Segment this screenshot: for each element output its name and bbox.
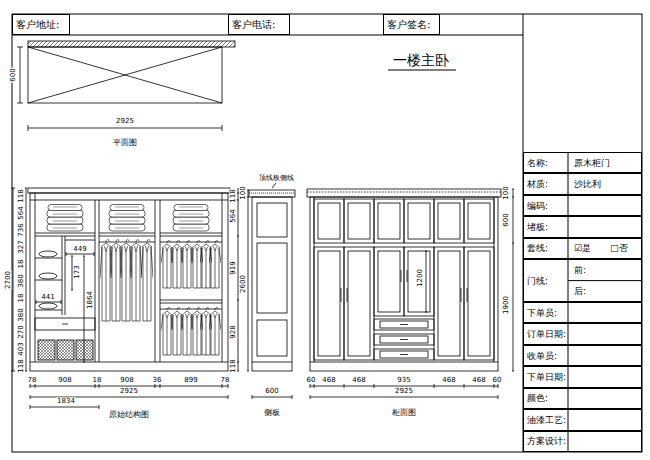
form-row: 门线: 前: 后: — [523, 259, 642, 302]
form-row: 下单员: — [523, 302, 642, 323]
dimension-number: 468 — [351, 377, 366, 384]
dimension-number: 736 — [18, 222, 25, 237]
field-label: 客户签名: — [387, 20, 430, 30]
field-label: 客户地址: — [16, 20, 59, 30]
dimension-number: 564 — [230, 208, 237, 223]
header-cell: 客户签名: — [383, 14, 440, 35]
dimension-number: 935 — [396, 377, 411, 384]
dimension-number: 928 — [230, 324, 237, 339]
dimension-number: 468 — [471, 377, 486, 384]
view-label: 侧板 — [263, 409, 281, 417]
note-text: 顶线板侧线 — [258, 175, 295, 182]
field-label: 门线: — [527, 276, 548, 285]
field-value: 前: — [574, 266, 586, 275]
header-cell: 客户电话: — [228, 14, 290, 35]
field-label: 收单员: — [527, 351, 557, 360]
form-row: 收单员: — [523, 345, 642, 366]
dimension-number: 403 — [18, 341, 25, 356]
dimension-number: 118 — [230, 358, 237, 373]
side-panel-view — [247, 183, 295, 399]
field-label: 下单日期: — [527, 372, 566, 381]
form-row: 编码: — [523, 195, 642, 216]
field-label: 编码: — [527, 201, 548, 210]
field-value: ☑是 — [574, 244, 591, 253]
form-row: 方案设计: — [523, 431, 642, 452]
front-view — [307, 189, 514, 399]
dimension-number: 18 — [92, 377, 103, 384]
dimension-number: 2600 — [240, 274, 247, 294]
dimension-number: 600 — [503, 212, 510, 227]
dimension-number: 2700 — [5, 270, 12, 290]
dimension-number: 18 — [18, 293, 25, 304]
field-value: 后: — [574, 286, 586, 295]
dimension-number: 270 — [18, 324, 25, 339]
field-label: 颜色: — [527, 394, 548, 403]
field-label: 油漆工艺: — [527, 415, 566, 424]
dimension-number: 908 — [119, 377, 134, 384]
field-value: □否 — [610, 244, 628, 253]
dimension-number: 908 — [57, 377, 72, 384]
form-row: 颜色: — [523, 388, 642, 409]
dimension-number: 18 — [18, 259, 25, 270]
field-value: 沙比利 — [574, 180, 601, 189]
dimension-number: 1900 — [503, 295, 510, 315]
field-label: 客户电话: — [232, 20, 275, 30]
dimension-number: 2925 — [394, 388, 414, 395]
view-label: 原始结构图 — [108, 411, 150, 419]
dimension-number: 100 — [240, 185, 247, 200]
header-cell: 客户地址: — [12, 14, 70, 35]
form-row: 材质: 沙比利 — [523, 173, 642, 194]
dimension-number: 919 — [230, 260, 237, 275]
dimension-number: 173 — [74, 264, 81, 279]
dimension-number: 600 — [264, 388, 279, 395]
dimension-number: 2925 — [115, 118, 135, 125]
form-row: 堵板: — [523, 216, 642, 237]
dimension-number: 118 — [230, 188, 237, 203]
dimension-number: 327 — [18, 239, 25, 254]
dimension-number: 380 — [18, 307, 25, 322]
dimension-number: 2925 — [119, 388, 139, 395]
dimension-number: 441 — [40, 294, 55, 301]
view-label: 柜面图 — [391, 409, 417, 417]
field-label: 方案设计: — [527, 437, 566, 446]
dimension-number: 60 — [306, 377, 317, 384]
field-value: 原木柜门 — [574, 158, 610, 167]
dimension-number: 899 — [183, 377, 198, 384]
dimension-number: 118 — [18, 358, 25, 373]
field-label: 下单员: — [527, 308, 557, 317]
form-row: 下单日期: — [523, 366, 642, 387]
dimension-number: 1864 — [87, 290, 94, 310]
dimension-number: 60 — [492, 377, 503, 384]
field-label: 名称: — [527, 158, 548, 167]
form-row: 油漆工艺: — [523, 409, 642, 430]
form-row: 订单日期: — [523, 323, 642, 344]
field-label: 套线: — [527, 244, 548, 253]
dimension-number: 36 — [152, 377, 163, 384]
field-label: 堵板: — [527, 222, 548, 231]
form-row: 套线: ☑是 □否 — [523, 238, 642, 259]
dimension-number: 380 — [18, 273, 25, 288]
dimension-number: 100 — [503, 185, 510, 200]
structure-view — [11, 188, 239, 409]
field-label: 订单日期: — [527, 330, 566, 339]
dimension-number: 78 — [220, 377, 231, 384]
dimension-number: 118 — [18, 188, 25, 203]
dimension-number: 600 — [10, 67, 17, 82]
drawing-title: 一楼主卧 — [393, 53, 449, 67]
view-label: 平面图 — [112, 139, 138, 147]
plan-view — [17, 41, 235, 131]
title-block-lines — [12, 14, 642, 452]
dimension-number: 449 — [72, 246, 87, 253]
dimension-number: 468 — [441, 377, 456, 384]
dimension-number: 78 — [27, 377, 38, 384]
dimension-number: 1200 — [417, 268, 424, 288]
field-label: 材质: — [527, 180, 548, 189]
form-row: 名称: 原木柜门 — [523, 152, 642, 173]
dimension-number: 564 — [18, 205, 25, 220]
dimension-number: 468 — [321, 377, 336, 384]
dimension-number: 1834 — [56, 398, 76, 405]
